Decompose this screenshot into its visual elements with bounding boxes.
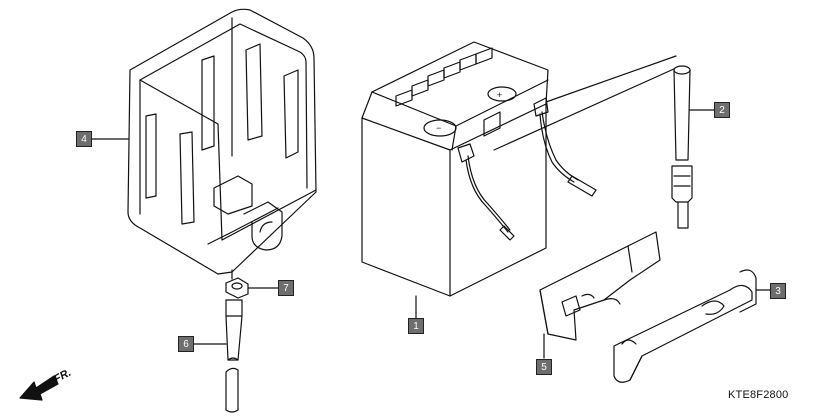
front-direction-icon [19, 375, 59, 401]
callout-2[interactable]: 2 [714, 102, 730, 118]
callout-6[interactable]: 6 [178, 336, 194, 352]
vent-pipe-part [671, 65, 715, 229]
battery-band-part [613, 269, 771, 383]
callout-7[interactable]: 7 [278, 280, 294, 296]
battery-case-part [127, 8, 317, 275]
callout-1[interactable]: 1 [408, 318, 424, 334]
battery-part: − + [361, 41, 677, 297]
callout-3[interactable]: 3 [770, 283, 786, 299]
svg-text:+: + [497, 90, 502, 100]
battery-bracket-part [539, 231, 661, 359]
callout-4[interactable]: 4 [76, 131, 92, 147]
vent-tube-part [191, 299, 243, 413]
diagram-code: KTE8F2800 [728, 389, 789, 401]
clip-part [225, 269, 279, 299]
svg-text:−: − [436, 123, 441, 133]
callout-5[interactable]: 5 [536, 359, 552, 375]
